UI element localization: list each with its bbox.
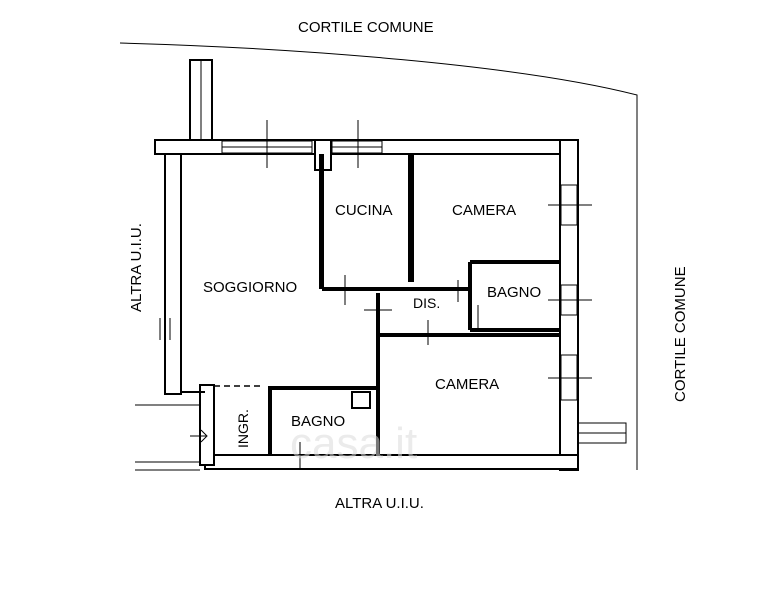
- label-altra-left: ALTRA U.I.U.: [128, 223, 145, 312]
- label-camera-2: CAMERA: [435, 376, 499, 393]
- label-cucina: CUCINA: [335, 202, 393, 219]
- label-ingr: INGR.: [235, 409, 251, 448]
- label-bagno-2: BAGNO: [291, 413, 345, 430]
- courtyard-boundary: [119, 42, 638, 470]
- door-marks: [299, 275, 479, 470]
- label-cortile-right: CORTILE COMUNE: [672, 266, 689, 402]
- right-windows: [548, 184, 592, 401]
- label-camera-1: CAMERA: [452, 202, 516, 219]
- top-windows: [221, 120, 383, 171]
- interior-walls: [181, 154, 560, 455]
- annex: [577, 422, 627, 444]
- label-cortile-top: CORTILE COMUNE: [298, 19, 434, 36]
- label-dis: DIS.: [413, 295, 440, 311]
- label-altra-bottom: ALTRA U.I.U.: [335, 495, 424, 512]
- left-marks: [159, 318, 171, 340]
- entry-arrow: [190, 429, 208, 443]
- shaft: [189, 59, 213, 141]
- label-soggiorno: SOGGIORNO: [203, 279, 297, 296]
- label-bagno-1: BAGNO: [487, 284, 541, 301]
- watermark: casa.it: [290, 419, 417, 468]
